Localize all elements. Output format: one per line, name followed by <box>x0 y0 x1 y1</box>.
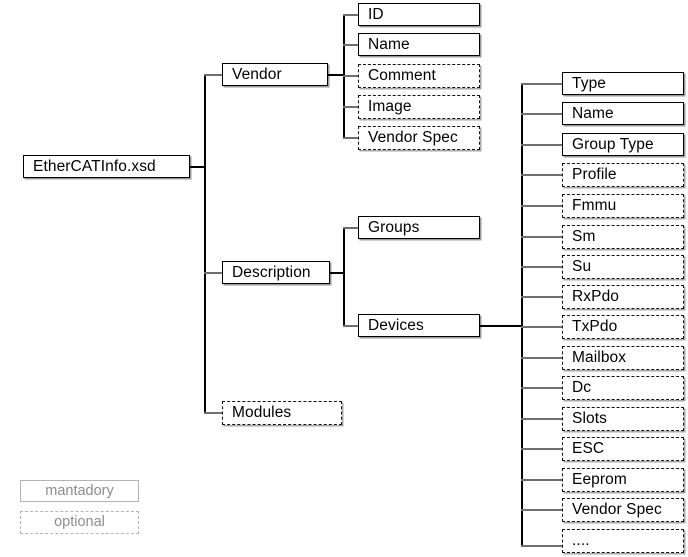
node-label: Mailbox <box>572 349 627 367</box>
connector-description-to-devices <box>343 325 359 327</box>
connector-devices-to-dc <box>521 387 562 389</box>
connector-devices-to-profile <box>521 174 562 176</box>
node-device-slots[interactable]: Slots <box>562 407 684 431</box>
node-device-txpdo[interactable]: TxPdo <box>562 315 684 339</box>
node-device-dc[interactable]: Dc <box>562 376 684 400</box>
node-device-su[interactable]: Su <box>562 255 684 279</box>
connector-devices-to-rxpdo <box>521 296 562 298</box>
connector-devices-to-slots <box>521 418 562 420</box>
connector-devices-to-trunk <box>480 325 522 327</box>
node-device-fmmu[interactable]: Fmmu <box>562 194 684 218</box>
node-device-esc[interactable]: ESC <box>562 437 684 461</box>
node-label: Profile <box>572 166 617 184</box>
legend-optional: optional <box>20 511 139 534</box>
node-label: Vendor Spec <box>572 501 662 519</box>
connector-vendor-to-id <box>343 14 359 16</box>
node-label: Slots <box>572 410 607 428</box>
node-label: TxPdo <box>572 318 618 336</box>
node-label: Devices <box>368 316 424 334</box>
legend-mandatory: mantadory <box>20 480 139 502</box>
node-label: Fmmu <box>572 197 617 215</box>
node-label: Comment <box>368 67 436 85</box>
legend-label: mantadory <box>45 482 114 499</box>
connector-devices-to-more <box>521 545 562 547</box>
node-label: Image <box>368 98 412 116</box>
trunk-description-children <box>343 227 345 326</box>
node-groups[interactable]: Groups <box>358 216 480 239</box>
node-label: Vendor Spec <box>368 129 458 147</box>
connector-vendor-to-name <box>343 44 359 46</box>
node-device-profile[interactable]: Profile <box>562 163 684 187</box>
connector-trunk-to-modules <box>204 412 223 414</box>
node-label: Groups <box>368 218 420 236</box>
node-device-name[interactable]: Name <box>562 102 684 125</box>
node-vendor-image[interactable]: Image <box>358 95 480 119</box>
node-label: RxPdo <box>572 288 620 306</box>
connector-devices-to-name <box>521 113 562 115</box>
node-device-rxpdo[interactable]: RxPdo <box>562 285 684 309</box>
connector-vendor-to-image <box>343 106 359 108</box>
legend-label: optional <box>54 514 105 531</box>
node-label: Eeprom <box>572 471 627 489</box>
connector-devices-to-vendor-spec <box>521 509 562 511</box>
node-label: Su <box>572 258 592 276</box>
connector-vendor-to-comment <box>343 75 359 77</box>
trunk-devices-children <box>521 83 523 546</box>
node-vendor[interactable]: Vendor <box>222 63 328 86</box>
node-label: ESC <box>572 440 605 458</box>
node-label: Type <box>572 74 607 92</box>
node-devices[interactable]: Devices <box>358 314 480 337</box>
node-vendor-comment[interactable]: Comment <box>358 64 480 88</box>
node-label: Name <box>368 35 410 53</box>
connector-description-to-trunk <box>330 272 344 274</box>
connector-devices-to-type <box>521 83 562 85</box>
node-description[interactable]: Description <box>222 261 330 284</box>
node-label: Modules <box>232 404 292 422</box>
connector-trunk-to-description <box>204 272 223 274</box>
node-label: Sm <box>572 228 596 246</box>
connector-vendor-to-trunk <box>328 74 344 76</box>
connector-trunk-to-vendor <box>204 74 223 76</box>
connector-devices-to-txpdo <box>521 326 562 328</box>
connector-devices-to-su <box>521 266 562 268</box>
connector-devices-to-eeprom <box>521 479 562 481</box>
node-modules[interactable]: Modules <box>222 401 342 425</box>
node-device-type[interactable]: Type <box>562 72 684 95</box>
node-vendor-vendor-spec[interactable]: Vendor Spec <box>358 126 480 150</box>
connector-vendor-to-vendor-spec <box>343 137 359 139</box>
connector-devices-to-mailbox <box>521 357 562 359</box>
connector-devices-to-group-type <box>521 144 562 146</box>
node-root-ethercatinfo-xsd[interactable]: EtherCATInfo.xsd <box>23 155 190 178</box>
node-label: .... <box>572 532 590 550</box>
node-label: Name <box>572 104 614 122</box>
connector-root-to-trunk <box>190 166 206 168</box>
node-device-sm[interactable]: Sm <box>562 225 684 249</box>
trunk-root-children <box>204 75 206 414</box>
node-label: Dc <box>572 379 592 397</box>
node-device-group-type[interactable]: Group Type <box>562 133 684 156</box>
node-label: Vendor <box>232 65 282 83</box>
connector-devices-to-sm <box>521 236 562 238</box>
node-device-eeprom[interactable]: Eeprom <box>562 468 684 492</box>
connector-devices-to-esc <box>521 448 562 450</box>
node-device-mailbox[interactable]: Mailbox <box>562 346 684 370</box>
node-vendor-id[interactable]: ID <box>358 3 480 26</box>
connector-description-to-groups <box>343 227 359 229</box>
node-device-more[interactable]: .... <box>562 529 684 553</box>
node-label: ID <box>368 5 384 23</box>
node-label: Description <box>232 263 311 281</box>
node-label: EtherCATInfo.xsd <box>33 157 156 175</box>
node-label: Group Type <box>572 135 654 153</box>
connector-devices-to-fmmu <box>521 205 562 207</box>
node-device-vendor-spec[interactable]: Vendor Spec <box>562 498 684 522</box>
node-vendor-name[interactable]: Name <box>358 33 480 56</box>
